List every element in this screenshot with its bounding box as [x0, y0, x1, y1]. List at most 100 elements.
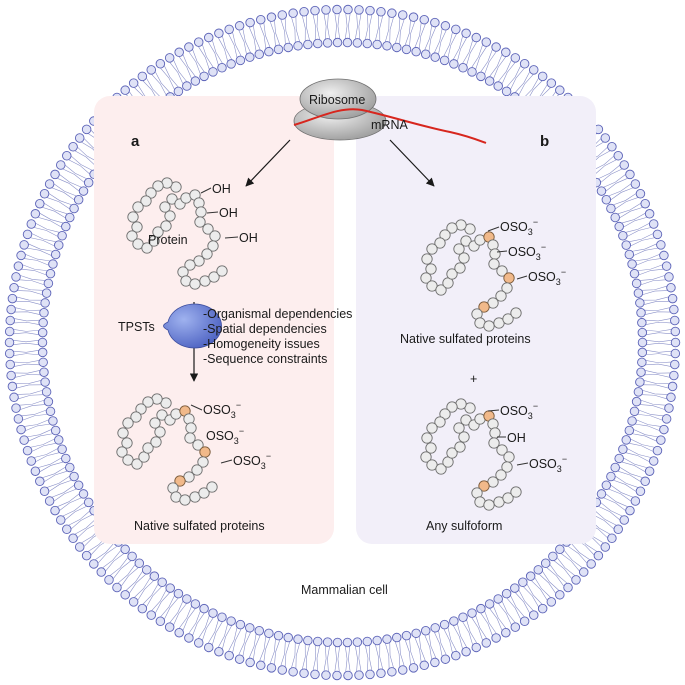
lipid-head — [610, 212, 620, 223]
mrna-strand — [293, 108, 487, 144]
lipid-head — [193, 638, 204, 648]
lipid-head — [670, 337, 681, 348]
lipid-head — [621, 435, 631, 445]
lipid-head — [234, 654, 245, 664]
lipid-head — [659, 424, 669, 435]
lipid-head — [619, 515, 629, 525]
lipid-tail — [635, 419, 661, 431]
lipid-head — [613, 151, 623, 161]
amino-acid-bead — [142, 442, 154, 454]
lipid-head — [217, 612, 227, 622]
ribosome-label: Ribosome — [309, 93, 365, 107]
lipid-tail — [434, 28, 447, 55]
lipid-head — [30, 466, 41, 476]
lipid-tail — [34, 448, 60, 462]
lipid-tail — [603, 174, 628, 192]
lipid-head — [45, 406, 56, 417]
amino-acid-bead — [197, 456, 209, 468]
lipid-head — [601, 194, 612, 205]
hydroxyl-label: OH — [507, 431, 526, 445]
amino-acid-bead — [496, 265, 508, 277]
lipid-head — [519, 616, 530, 627]
lipid-tail — [617, 466, 643, 482]
lipid-tail — [218, 623, 232, 649]
arrow-to-panel-b — [389, 139, 435, 187]
sulfate-label: OSO3− — [508, 242, 546, 262]
lipid-head — [635, 189, 646, 199]
lipid-head — [625, 505, 635, 516]
lipid-head — [451, 24, 461, 35]
amino-acid-bead — [425, 442, 437, 454]
lipid-head — [635, 377, 645, 387]
lipid-head — [624, 249, 635, 260]
lipid-head — [644, 466, 655, 476]
lipid-head — [57, 231, 67, 241]
lipid-head — [387, 667, 397, 677]
lipid-head — [4, 348, 15, 359]
lipid-tail — [645, 318, 671, 325]
lipid-head — [69, 203, 79, 214]
lipid-head — [484, 76, 495, 86]
lipid-tail — [506, 595, 525, 620]
lipid-tail — [643, 296, 669, 305]
lipid-tail — [608, 485, 634, 502]
lipid-tail — [21, 264, 48, 276]
lipid-head — [11, 272, 21, 282]
lipid-tail — [365, 14, 373, 40]
lipid-tail — [613, 476, 638, 492]
lipid-head — [619, 160, 629, 170]
lipid-head — [633, 387, 644, 397]
lipid-head — [501, 627, 511, 638]
lipid-head — [652, 445, 663, 456]
lipid-tail — [355, 13, 362, 40]
lipid-head — [173, 86, 184, 97]
lipid-head — [128, 78, 139, 88]
amino-acid-bead — [130, 411, 142, 423]
lipid-head — [631, 396, 642, 407]
lipid-tail — [17, 285, 44, 295]
lipid-head — [629, 268, 640, 279]
lipid-head — [458, 63, 468, 73]
lipid-head — [43, 396, 54, 407]
lipid-head — [637, 357, 647, 368]
lipid-head — [165, 583, 175, 593]
lipid-tail — [414, 22, 426, 49]
amino-acid-bead — [216, 265, 228, 277]
lipid-tail — [489, 54, 507, 79]
lipid-tail — [14, 360, 40, 367]
lipid-head — [664, 403, 674, 413]
lipid-head — [630, 496, 641, 506]
lipid-tail — [644, 307, 671, 315]
amino-acid-bead — [495, 469, 507, 481]
lipid-head — [48, 259, 58, 269]
sulfoform-protein — [420, 398, 529, 511]
lipid-tail — [134, 577, 154, 601]
lipid-head — [548, 551, 558, 562]
panel-a-caption: Native sulfated proteins — [134, 519, 265, 533]
lipid-tail — [208, 40, 223, 66]
lipid-tail — [608, 183, 634, 200]
lipid-tail — [42, 466, 68, 482]
lipid-head — [376, 668, 386, 679]
lipid-head — [120, 590, 130, 600]
lipid-head — [39, 486, 50, 496]
lipid-head — [50, 169, 60, 180]
lipid-head — [401, 44, 412, 55]
lipid-head — [48, 416, 58, 426]
lipid-head — [5, 359, 15, 370]
lipid-head — [352, 38, 363, 48]
amino-acid-bead — [140, 195, 152, 207]
lipid-tail — [198, 615, 214, 641]
lipid-head — [57, 444, 67, 454]
lipid-head — [342, 637, 353, 648]
lipid-tail — [16, 380, 42, 389]
lipid-head — [61, 221, 71, 232]
lipid-head — [613, 524, 623, 534]
lipid-head — [214, 646, 224, 657]
lipid-head — [39, 189, 50, 199]
lipid-tail — [248, 25, 261, 52]
lipid-head — [519, 58, 530, 69]
amino-acid-bead — [191, 464, 203, 476]
amino-acid-bead — [207, 240, 219, 252]
lipid-head — [73, 194, 84, 205]
